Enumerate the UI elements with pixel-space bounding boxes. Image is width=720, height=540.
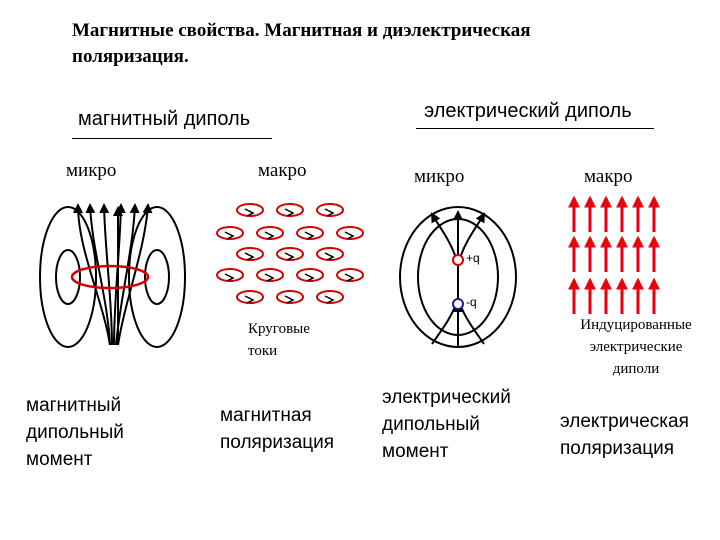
page-title: Магнитные свойства. Магнитная и диэлектр… bbox=[72, 18, 692, 70]
circular-currents-caption: Круговые токи bbox=[248, 318, 310, 362]
plus-charge-icon bbox=[452, 254, 464, 266]
magnetic-polarization-line-2: поляризация bbox=[220, 432, 335, 453]
current-loop-icon bbox=[276, 247, 304, 261]
current-direction-icon bbox=[324, 252, 335, 261]
current-loop-icon bbox=[256, 226, 284, 240]
current-loop-icon bbox=[236, 247, 264, 261]
field-line-arrow-icon bbox=[99, 203, 113, 346]
magnetic-macro-currents bbox=[216, 203, 364, 304]
current-direction-icon bbox=[224, 231, 235, 240]
current-direction-icon bbox=[244, 252, 255, 261]
current-loop-icon bbox=[336, 226, 364, 240]
electric-macro-dipoles bbox=[568, 195, 660, 314]
electric-moment-line-3: момент bbox=[382, 441, 449, 462]
current-direction-icon bbox=[344, 231, 355, 240]
minus-q-label: -q bbox=[466, 295, 477, 309]
magnetic-header-underline bbox=[72, 138, 272, 139]
field-line-inner-right bbox=[144, 249, 170, 305]
magnetic-moment-line-2: дипольный bbox=[26, 422, 124, 443]
electric-polarization-line-2: поляризация bbox=[560, 438, 675, 459]
title-line-2: поляризация. bbox=[72, 46, 189, 67]
current-direction-icon bbox=[324, 208, 335, 217]
current-loop-icon bbox=[316, 247, 344, 261]
field-line-outer bbox=[399, 206, 517, 348]
induced-line-2: электрические bbox=[589, 339, 683, 355]
electric-macro-label: макро bbox=[584, 166, 633, 187]
current-direction-icon bbox=[264, 231, 275, 240]
current-loop-icon bbox=[276, 203, 304, 217]
current-direction-icon bbox=[244, 208, 255, 217]
plus-q-label: +q bbox=[466, 251, 480, 265]
currents-line-1: Круговые bbox=[248, 321, 310, 337]
magnetic-moment-line-3: момент bbox=[26, 449, 93, 470]
magnetic-polarization-line-1: магнитная bbox=[220, 405, 312, 426]
electric-polarization-caption: электрическая поляризация bbox=[560, 408, 689, 462]
induced-line-3: диполи bbox=[612, 361, 660, 377]
current-direction-icon bbox=[244, 295, 255, 304]
magnetic-dipole-header: магнитный диполь bbox=[78, 108, 251, 130]
current-loop-icon bbox=[296, 226, 324, 240]
electric-dipole-header: электрический диполь bbox=[424, 100, 632, 122]
minus-charge-icon bbox=[452, 298, 464, 310]
field-line-outer-right bbox=[128, 206, 186, 348]
magnetic-moment-line-1: магнитный bbox=[26, 395, 122, 416]
current-direction-icon bbox=[264, 273, 275, 282]
magnetic-micro-dipole bbox=[39, 203, 186, 348]
field-line-inner-left bbox=[55, 249, 81, 305]
field-line-arrow-icon bbox=[85, 203, 111, 346]
electric-micro-dipole bbox=[399, 206, 517, 348]
current-direction-icon bbox=[304, 273, 315, 282]
current-direction-icon bbox=[324, 295, 335, 304]
current-loop-icon bbox=[256, 268, 284, 282]
current-direction-icon bbox=[224, 273, 235, 282]
electric-header-underline bbox=[416, 128, 654, 129]
electric-moment-line-2: дипольный bbox=[382, 414, 480, 435]
field-line-arrow-icon bbox=[117, 203, 153, 346]
current-direction-icon bbox=[284, 208, 295, 217]
electric-moment-caption: электрический дипольный момент bbox=[382, 384, 511, 465]
current-loop-icon bbox=[316, 290, 344, 304]
current-loop-icon bbox=[296, 268, 324, 282]
field-line-outer-left bbox=[39, 206, 97, 348]
electric-moment-line-1: электрический bbox=[382, 387, 511, 408]
current-loop-icon bbox=[236, 203, 264, 217]
current-loop-icon bbox=[216, 268, 244, 282]
current-loop-icon bbox=[336, 268, 364, 282]
magnetic-moment-caption: магнитный дипольный момент bbox=[26, 392, 124, 473]
current-loop-icon bbox=[276, 290, 304, 304]
current-direction-icon bbox=[284, 295, 295, 304]
title-line-1: Магнитные свойства. Магнитная и диэлектр… bbox=[72, 20, 531, 41]
induced-dipoles-caption: Индуцированные электрические диполи bbox=[562, 314, 710, 380]
induced-line-1: Индуцированные bbox=[580, 317, 692, 333]
current-direction-icon bbox=[284, 252, 295, 261]
magnetic-micro-label: микро bbox=[66, 160, 117, 181]
current-direction-icon bbox=[344, 273, 355, 282]
current-loop-icon bbox=[70, 264, 150, 290]
currents-line-2: токи bbox=[248, 343, 278, 359]
magnetic-macro-label: макро bbox=[258, 160, 307, 181]
current-direction-icon bbox=[304, 231, 315, 240]
field-line-arrow-icon bbox=[73, 203, 111, 346]
current-loop-icon bbox=[216, 226, 244, 240]
electric-micro-label: микро bbox=[414, 166, 465, 187]
current-loop-icon bbox=[316, 203, 344, 217]
magnetic-polarization-caption: магнитная поляризация bbox=[220, 402, 334, 456]
electric-polarization-line-1: электрическая bbox=[560, 411, 689, 432]
current-loop-icon bbox=[236, 290, 264, 304]
